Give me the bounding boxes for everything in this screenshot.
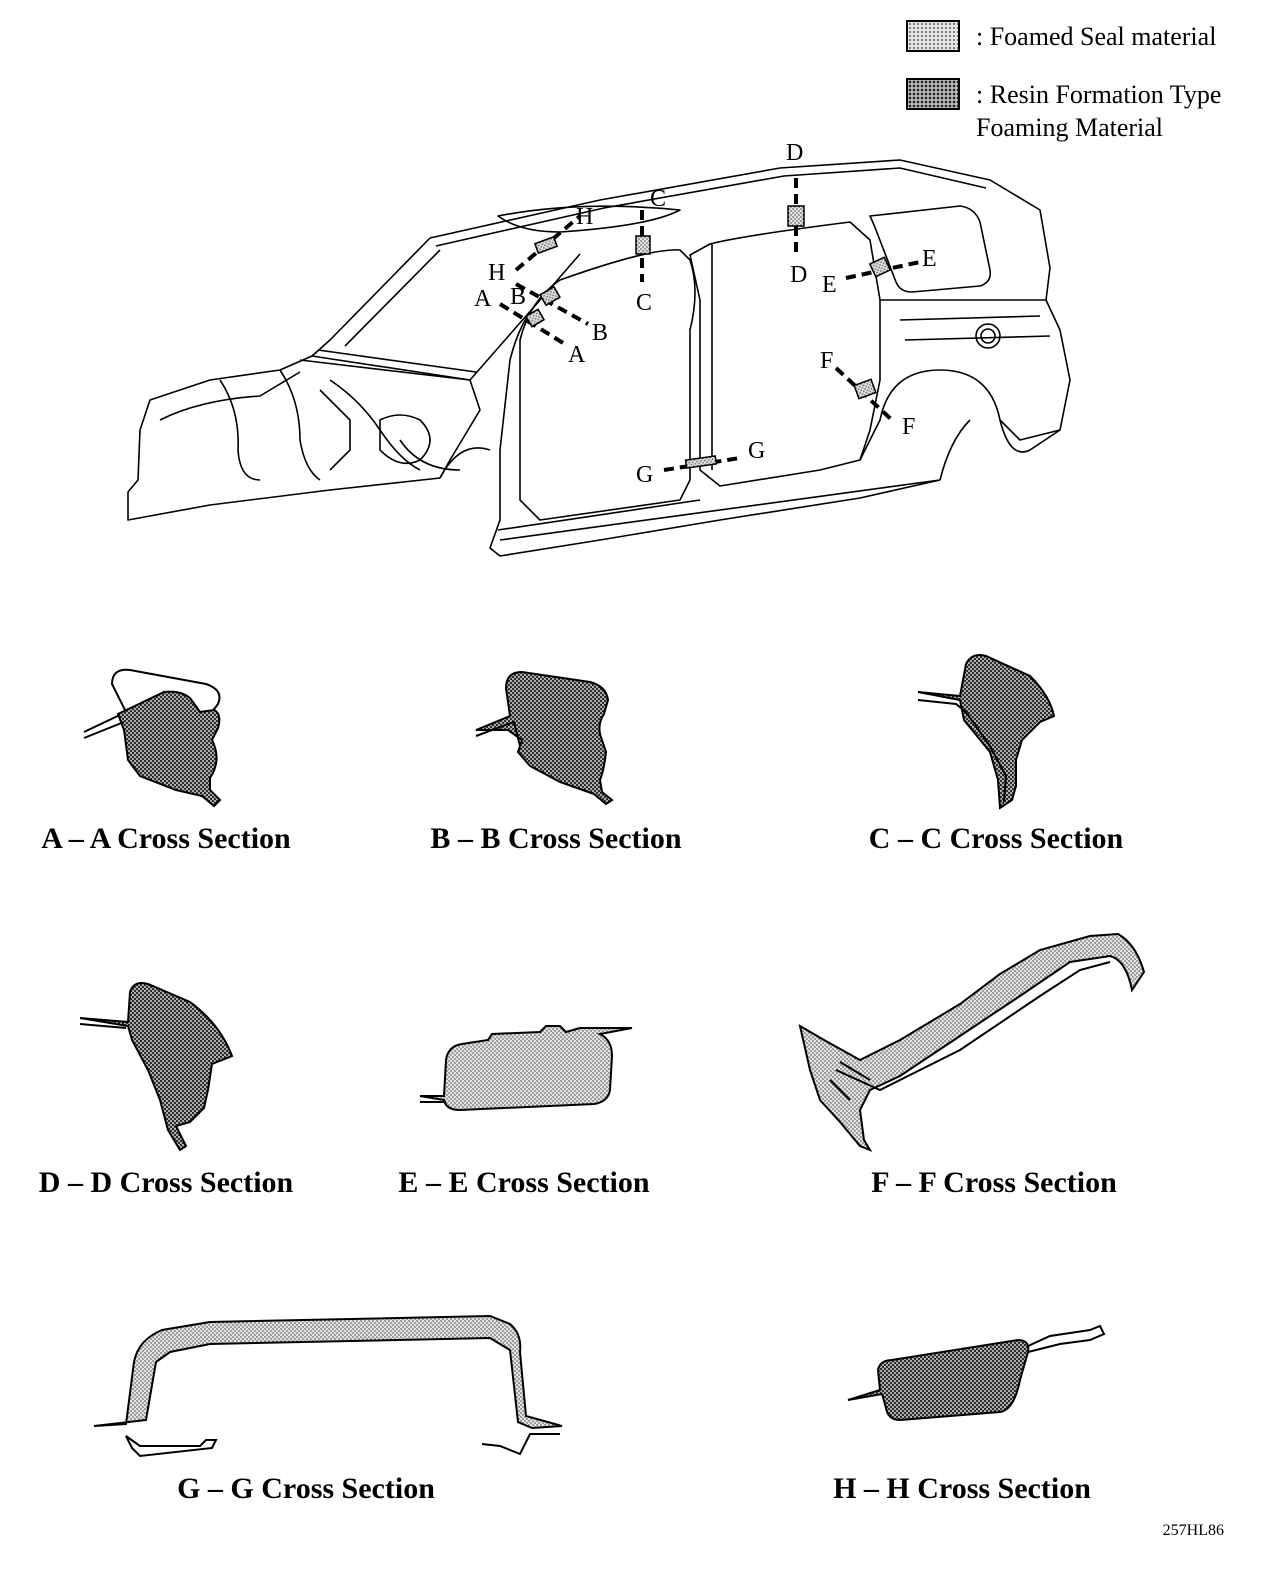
marker-f-start: F	[820, 348, 833, 374]
marker-g-end: G	[636, 462, 653, 488]
section-g-drawing	[93, 1314, 563, 1458]
section-c-label: C – C Cross Section	[868, 822, 1124, 855]
marker-e-end: E	[822, 272, 837, 298]
marker-b-start: B	[510, 284, 526, 310]
marker-c-end: C	[636, 290, 652, 316]
marker-b-end: B	[592, 320, 608, 346]
legend-foamed-seal-label: : Foamed Seal material	[976, 22, 1217, 51]
section-c-drawing	[917, 654, 1056, 810]
marker-d-start: D	[786, 140, 803, 166]
marker-d-end: D	[790, 262, 807, 288]
marker-e-start: E	[922, 246, 937, 272]
section-markers	[498, 178, 921, 472]
marker-g-start: G	[748, 438, 765, 464]
section-e-label: E – E Cross Section	[398, 1166, 650, 1199]
section-d-label: D – D Cross Section	[38, 1166, 294, 1199]
section-marker-boxes	[524, 205, 892, 469]
section-f-label: F – F Cross Section	[871, 1166, 1117, 1199]
vehicle-body-lines	[127, 159, 1071, 557]
section-h-label: H – H Cross Section	[833, 1472, 1091, 1505]
legend-resin-foaming: : Resin Formation Type Foaming Material	[906, 78, 1221, 144]
figure-code: 257HL86	[1162, 1522, 1224, 1539]
section-b-drawing	[475, 670, 614, 806]
marker-c-start: C	[650, 186, 666, 212]
marker-h-end: H	[488, 260, 505, 286]
section-marker-letters: A A B B C C D D E E F F G G H H	[474, 140, 937, 488]
legend-foamed-seal: : Foamed Seal material	[906, 20, 1216, 53]
section-a-label: A – A Cross Section	[41, 822, 291, 855]
marker-h-start: H	[576, 204, 593, 230]
section-d-drawing	[79, 982, 234, 1152]
marker-a-start: A	[474, 286, 492, 312]
legend-resin-foaming-label: : Resin Formation Type Foaming Material	[976, 80, 1222, 142]
section-b-label: B – B Cross Section	[430, 822, 682, 855]
foamed-seal-swatch	[906, 20, 960, 52]
section-g-label: G – G Cross Section	[177, 1472, 435, 1505]
section-a-drawing	[83, 668, 222, 808]
marker-f-end: F	[902, 414, 915, 440]
resin-foaming-swatch	[906, 78, 960, 110]
section-e-drawing	[419, 1025, 633, 1112]
section-f-drawing	[798, 932, 1146, 1153]
section-h-drawing	[847, 1324, 1106, 1422]
marker-a-end: A	[568, 342, 586, 368]
